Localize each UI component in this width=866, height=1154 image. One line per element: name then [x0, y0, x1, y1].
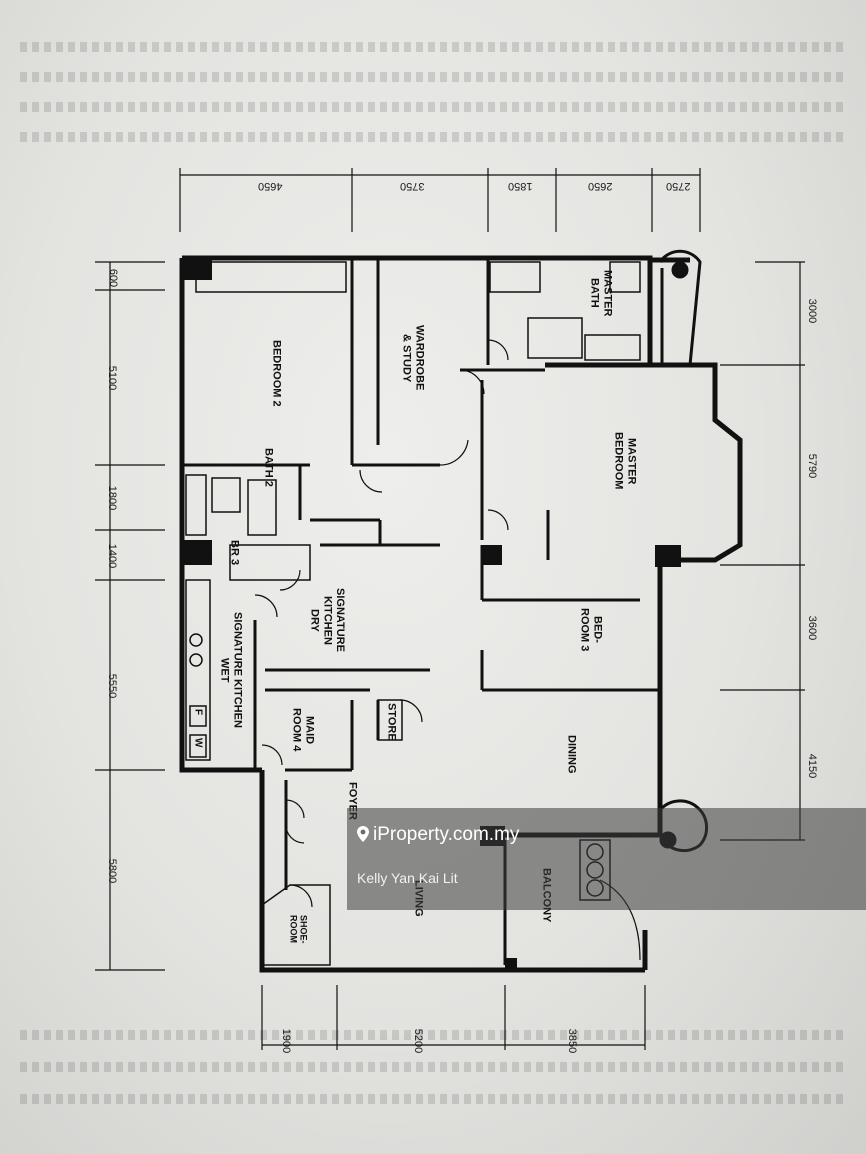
dim-top-1: 4650	[258, 180, 283, 192]
fridge-label: F	[192, 709, 204, 716]
bleed-through-text	[20, 1062, 846, 1072]
dim-left-4: 1400	[106, 543, 119, 569]
dim-left-2: 5100	[106, 365, 119, 391]
dim-right-4: 4150	[806, 753, 819, 779]
dim-left-3: 1800	[106, 485, 119, 511]
dim-right-2: 5790	[806, 453, 819, 479]
bleed-through-text	[20, 72, 846, 82]
bleed-through-text	[20, 42, 846, 52]
room-dining: DINING	[565, 735, 578, 774]
dim-top-4: 2650	[588, 180, 613, 192]
dim-left-1: 600	[107, 268, 120, 288]
fixtures	[185, 261, 641, 966]
dim-right-1: 3000	[806, 298, 819, 324]
dim-top-3: 1850	[508, 180, 533, 192]
room-bedroom-2: BEDROOM 2	[270, 340, 283, 407]
room-bedroom-3: BED- ROOM 3	[578, 608, 604, 652]
dim-top-2: 3750	[400, 180, 425, 192]
bleed-through-text	[20, 132, 846, 142]
site-name: iProperty.com.my	[373, 824, 520, 845]
dim-bottom-1: 1900	[280, 1028, 293, 1054]
room-signature-kitchen-wet: SIGNATURE KITCHEN WET	[218, 612, 244, 728]
room-maid-room-4: MAID ROOM 4	[290, 708, 316, 752]
room-master-bath: MASTER BATH	[588, 270, 614, 317]
dim-bottom-3: 3850	[566, 1028, 579, 1054]
dim-left-6: 5800	[106, 858, 119, 884]
dim-bottom-2: 5200	[412, 1028, 425, 1054]
room-wardrobe-study: WARDROBE & STUDY	[400, 325, 426, 391]
iproperty-logo: iProperty.com.my	[357, 824, 519, 846]
room-signature-kitchen-dry: SIGNATURE KITCHEN DRY	[308, 588, 346, 652]
dim-left-5: 5550	[106, 673, 119, 699]
location-pin-icon	[357, 826, 369, 842]
bleed-through-text	[20, 102, 846, 112]
bleed-through-text	[20, 1094, 846, 1104]
bleed-through-text	[20, 1030, 846, 1040]
dim-top-5: 2750	[666, 180, 691, 192]
room-br-3: BR 3	[228, 540, 241, 566]
washer-label: W	[192, 738, 204, 748]
door-swings	[254, 339, 641, 961]
room-master-bedroom: MASTER BEDROOM	[612, 432, 638, 490]
dim-right-3: 3600	[806, 615, 819, 641]
dimension-lines	[95, 168, 805, 1050]
room-bath-2: BATH 2	[262, 448, 275, 487]
agent-name: Kelly Yan Kai Lit	[357, 870, 458, 886]
room-shoe-room: SHOE- ROOM	[288, 915, 309, 944]
listing-watermark: iProperty.com.my Kelly Yan Kai Lit	[347, 808, 866, 910]
room-store: STORE	[385, 703, 398, 741]
